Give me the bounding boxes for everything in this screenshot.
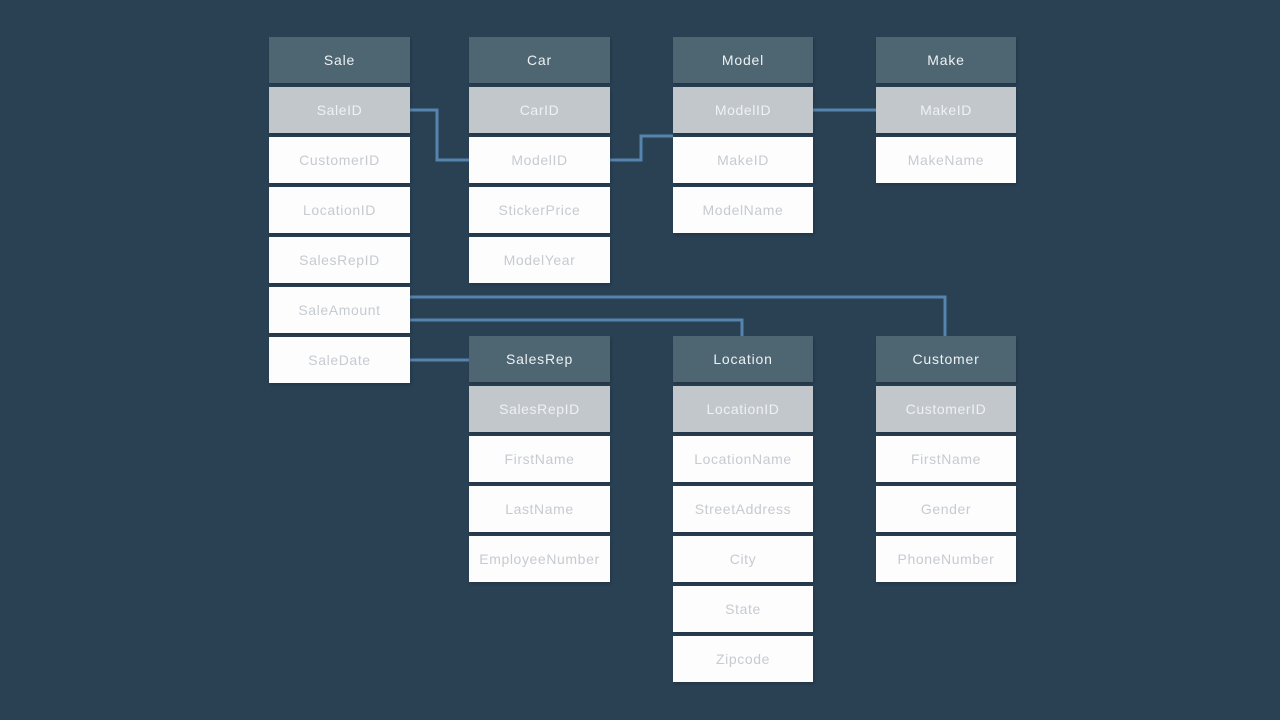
field-row-customerid: CustomerID [269, 137, 410, 183]
table-title-salesrep: SalesRep [469, 336, 610, 382]
field-row-firstname: FirstName [469, 436, 610, 482]
connector-sale-to-customer [410, 295, 947, 337]
field-row-state: State [673, 586, 813, 632]
field-row-locationid: LocationID [269, 187, 410, 233]
connector-car-modelid-to-model-modelid [610, 134, 673, 162]
field-row-modelyear: ModelYear [469, 237, 610, 283]
table-title-car: Car [469, 37, 610, 83]
field-row-streetaddress: StreetAddress [673, 486, 813, 532]
field-row-locationname: LocationName [673, 436, 813, 482]
field-row-modelid: ModelID [469, 137, 610, 183]
field-row-phonenumber: PhoneNumber [876, 536, 1016, 582]
table-title-location: Location [673, 336, 813, 382]
table-title-customer: Customer [876, 336, 1016, 382]
primary-key-row-saleid: SaleID [269, 87, 410, 133]
field-row-firstname: FirstName [876, 436, 1016, 482]
field-row-saledate: SaleDate [269, 337, 410, 383]
field-row-salesrepid: SalesRepID [269, 237, 410, 283]
connector-sale-to-location [410, 318, 744, 337]
field-row-gender: Gender [876, 486, 1016, 532]
field-row-modelname: ModelName [673, 187, 813, 233]
field-row-employeenumber: EmployeeNumber [469, 536, 610, 582]
table-title-sale: Sale [269, 37, 410, 83]
table-title-model: Model [673, 37, 813, 83]
field-row-saleamount: SaleAmount [269, 287, 410, 333]
table-title-make: Make [876, 37, 1016, 83]
field-row-stickerprice: StickerPrice [469, 187, 610, 233]
primary-key-row-modelid: ModelID [673, 87, 813, 133]
primary-key-row-carid: CarID [469, 87, 610, 133]
field-row-makeid: MakeID [673, 137, 813, 183]
connector-sale-saleid-to-car-modelid [410, 108, 469, 162]
primary-key-row-salesrepid: SalesRepID [469, 386, 610, 432]
field-row-makename: MakeName [876, 137, 1016, 183]
field-row-lastname: LastName [469, 486, 610, 532]
field-row-city: City [673, 536, 813, 582]
primary-key-row-customerid: CustomerID [876, 386, 1016, 432]
primary-key-row-locationid: LocationID [673, 386, 813, 432]
field-row-zipcode: Zipcode [673, 636, 813, 682]
primary-key-row-makeid: MakeID [876, 87, 1016, 133]
